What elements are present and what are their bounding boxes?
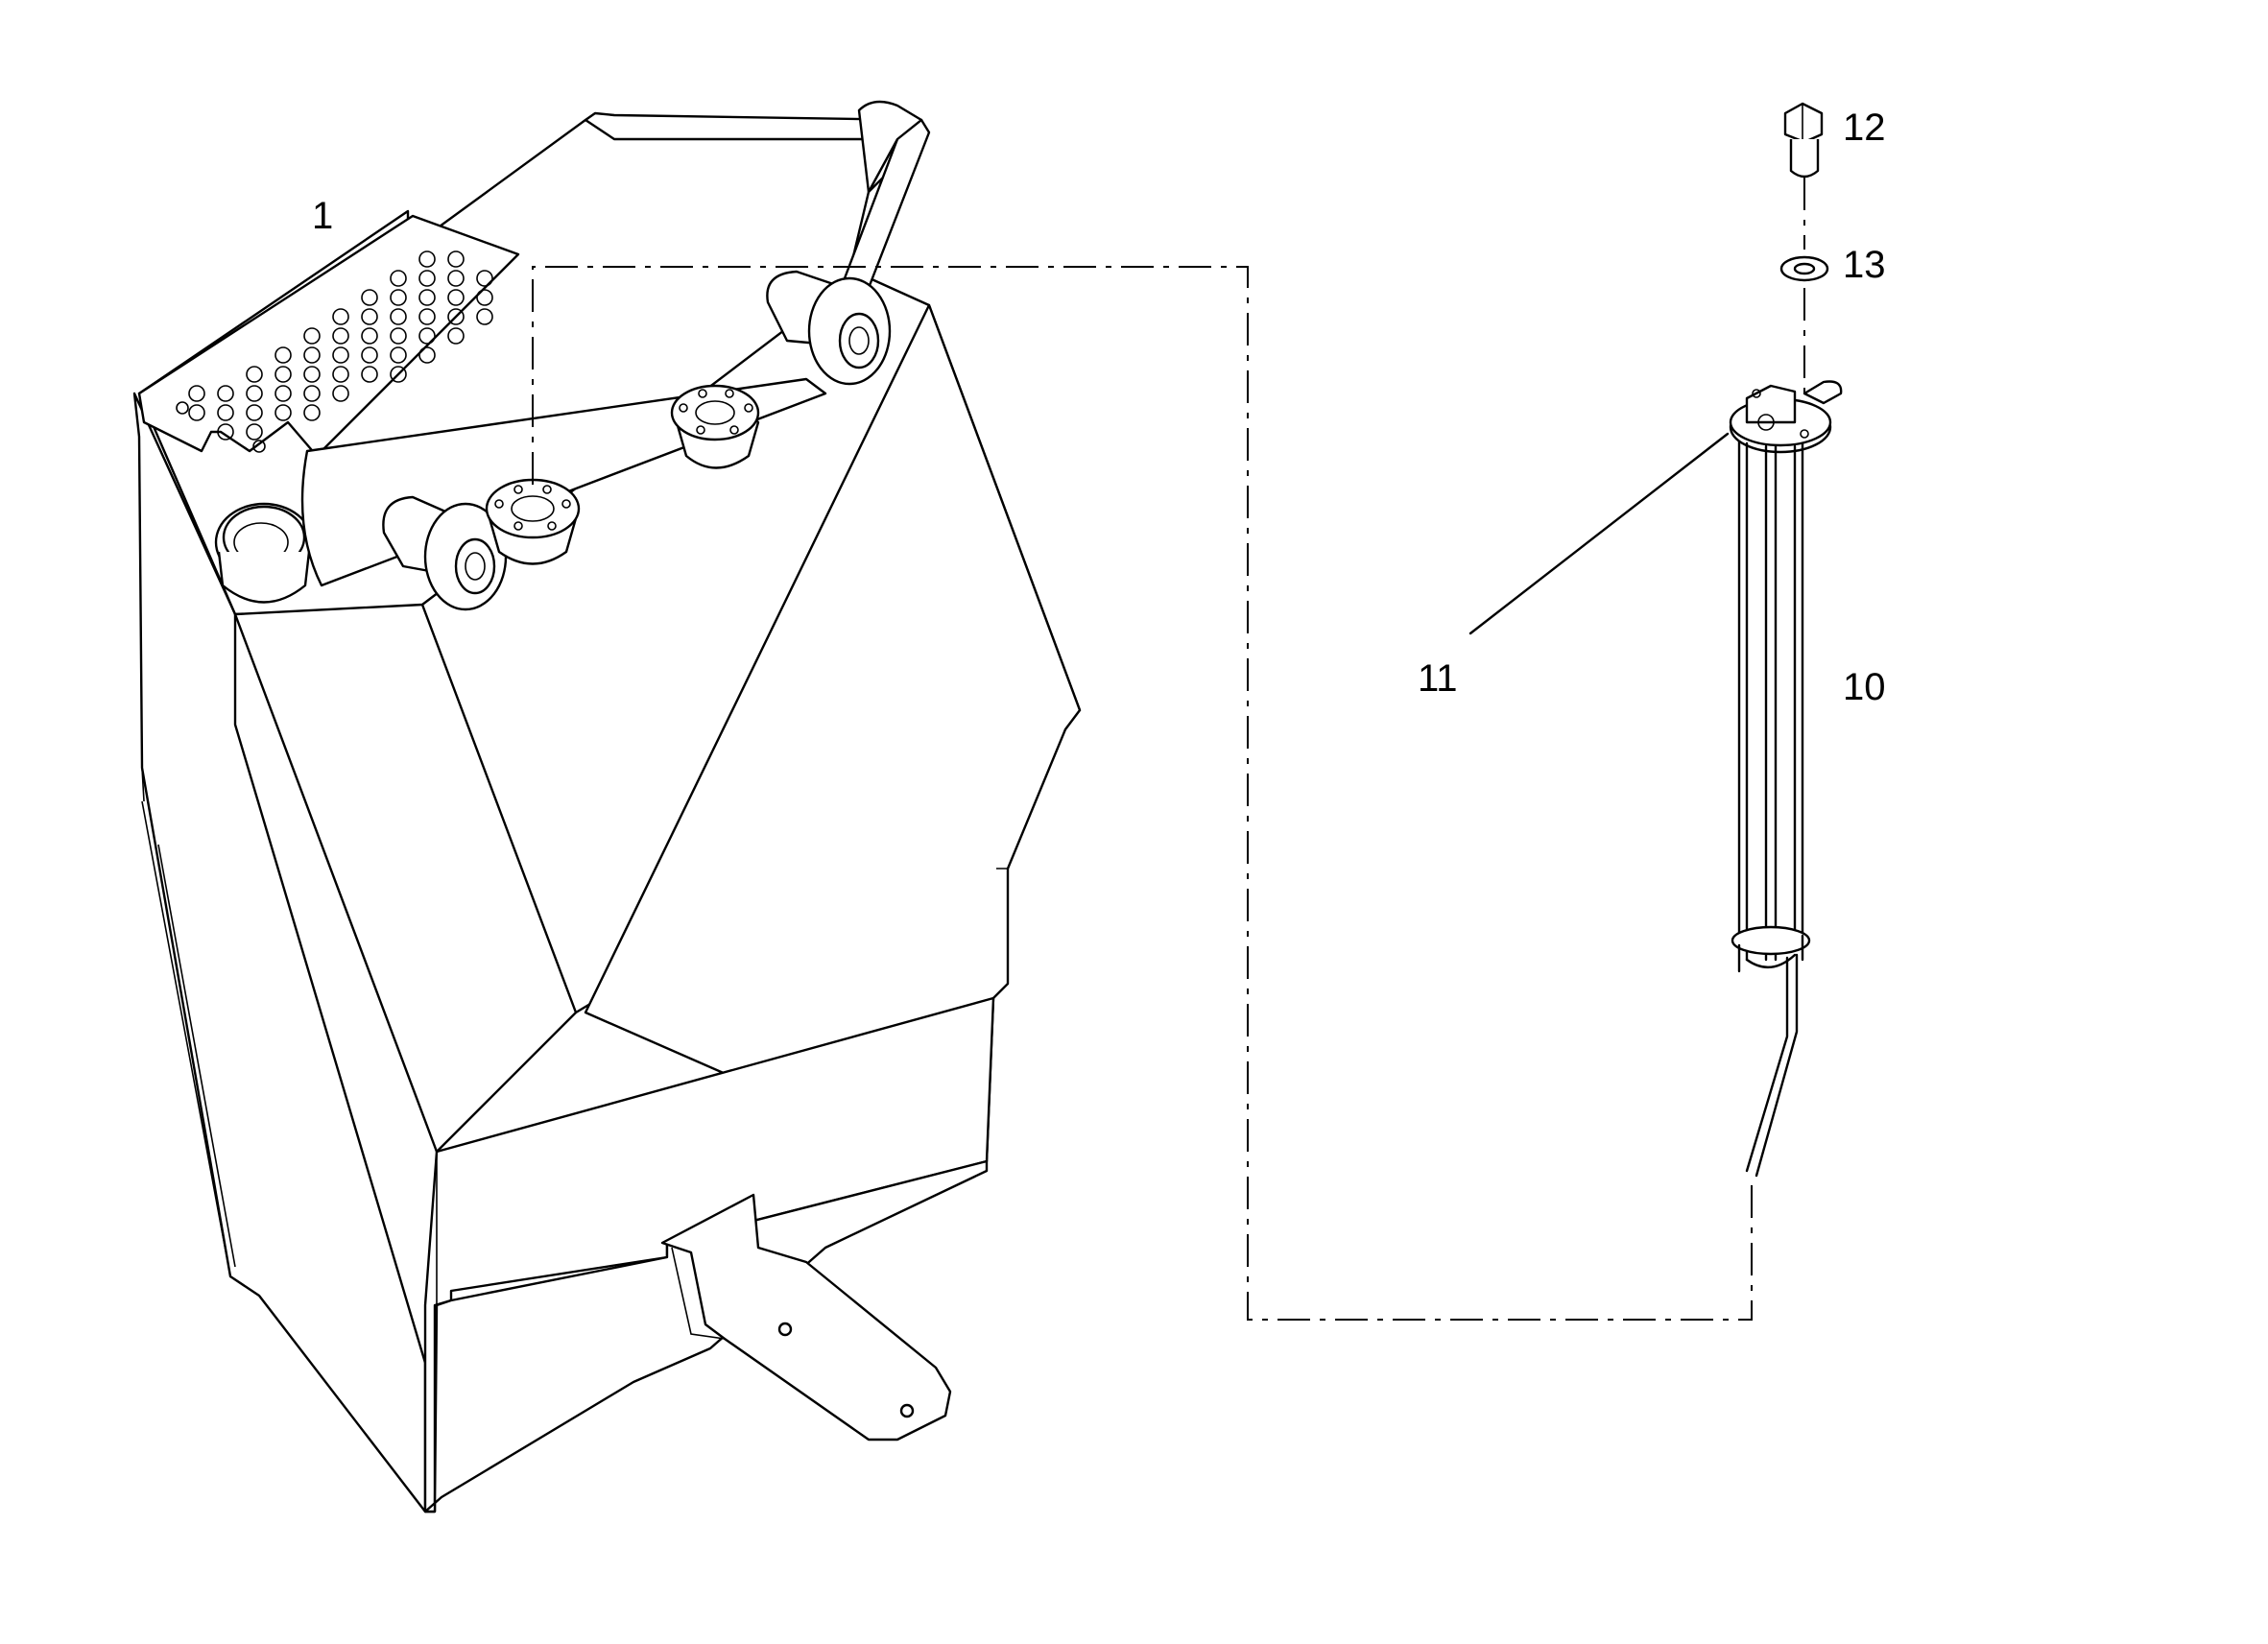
perforation-grid <box>176 250 493 453</box>
callout-tank: 1 <box>312 195 334 237</box>
bracket-hole <box>899 1403 915 1418</box>
callout-bolt: 12 <box>1843 107 1886 149</box>
bolt <box>1783 102 1824 179</box>
callout-washer: 13 <box>1843 244 1886 286</box>
port-fitting-right <box>766 270 892 386</box>
sender-outlet-pipe <box>1802 380 1843 405</box>
callout-sender-unit: 10 <box>1843 666 1886 708</box>
flange-mount-2 <box>670 384 760 469</box>
sender-pickup-tube <box>1745 953 1799 1178</box>
fuel-sender-unit <box>1729 380 1843 1178</box>
callout-gasket: 11 <box>1418 657 1458 700</box>
tank-left-edges <box>141 767 260 1297</box>
tank-front-crease <box>420 603 578 1014</box>
tank-bracket-edge <box>671 1247 726 1340</box>
fuel-tank <box>132 100 1082 1513</box>
filler-cap <box>214 502 314 604</box>
bracket-hole <box>777 1322 793 1337</box>
sender-lower-ring <box>1731 925 1811 956</box>
tank-mounting-bracket <box>660 1193 952 1441</box>
washer <box>1779 255 1829 282</box>
sender-rods <box>1737 440 1804 962</box>
tank-perforated-cover <box>137 214 520 458</box>
tank-rear-lug <box>857 100 923 194</box>
assembly-center-line <box>532 266 1753 1321</box>
sender-flange-mount <box>485 478 581 565</box>
gasket-leader-line <box>1468 432 1730 635</box>
tank-left-side <box>132 392 427 1513</box>
